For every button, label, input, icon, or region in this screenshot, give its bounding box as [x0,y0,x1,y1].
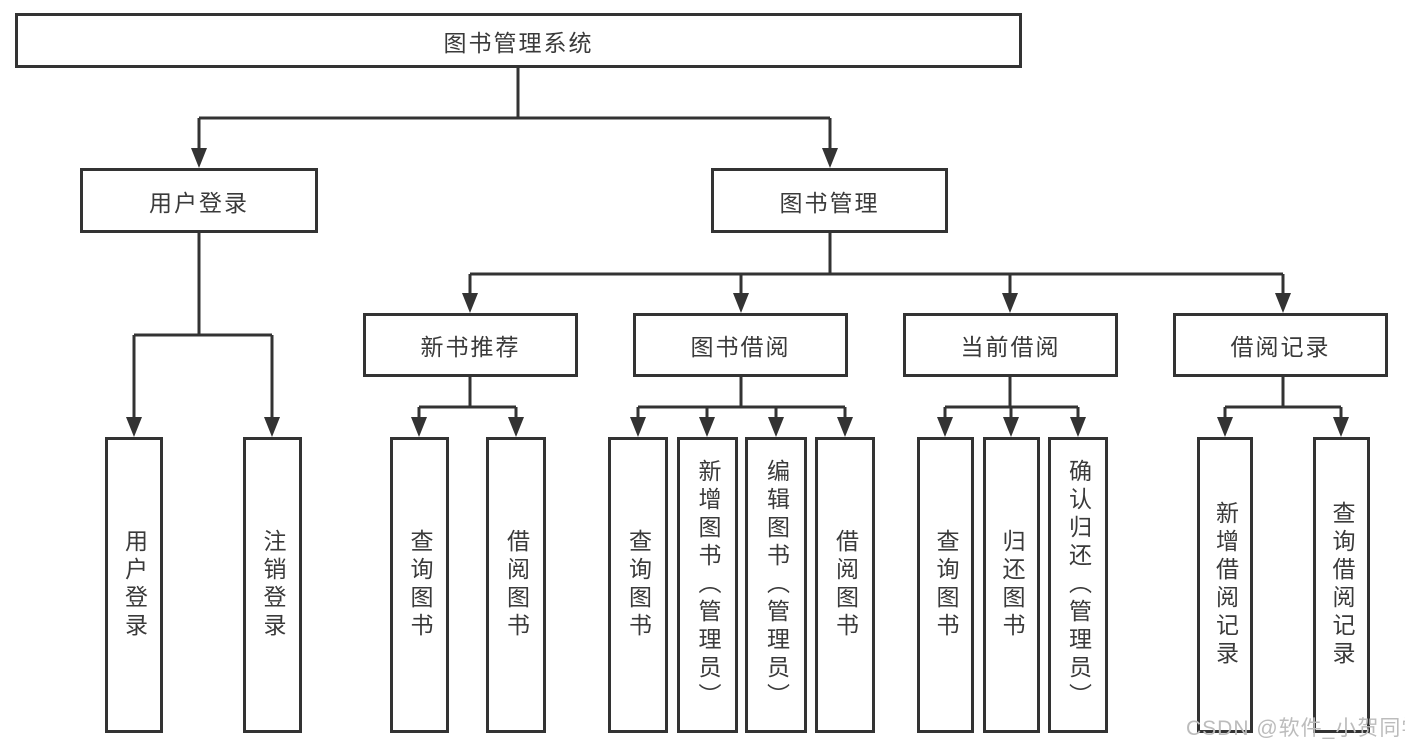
node-label: 编辑图书（管理员） [763,459,790,711]
node-label: 借阅图书 [832,529,859,641]
node-label: 查询借阅记录 [1329,501,1355,669]
node-leaf-user-login: 用户登录 [105,437,163,733]
node-leaf-confirm-return-admin: 确认归还（管理员） [1048,437,1108,733]
node-label: 借阅图书 [503,529,530,641]
node-leaf-add-book-admin: 新增图书（管理员） [677,437,738,733]
node-label: 确认归还（管理员） [1065,459,1092,711]
node-new-book-recommendation: 新书推荐 [363,313,578,377]
node-label: 注销登录 [260,529,286,641]
node-label: 图书借阅 [690,334,791,360]
node-leaf-query-books: 查询图书 [917,437,974,733]
node-leaf-query-books: 查询图书 [608,437,668,733]
node-label: 查询图书 [625,529,652,641]
node-label: 图书管理 [779,189,880,216]
node-user-login: 用户登录 [80,168,318,233]
node-label: 查询图书 [407,529,433,641]
watermark: CSDN @软件_小贺同学 [1186,717,1405,740]
node-leaf-query-books: 查询图书 [390,437,449,733]
node-library-management-system: 图书管理系统 [15,13,1022,68]
node-label: 查询图书 [933,529,959,641]
node-book-borrowing: 图书借阅 [633,313,848,377]
node-leaf-add-borrow-record: 新增借阅记录 [1197,437,1253,733]
node-label: 图书管理系统 [443,29,594,56]
node-borrowing-records: 借阅记录 [1173,313,1388,377]
node-current-borrowing: 当前借阅 [903,313,1118,377]
arrowheads [126,148,1349,437]
node-label: 新增图书（管理员） [695,459,721,711]
node-book-management: 图书管理 [711,168,948,233]
node-label: 新书推荐 [420,334,521,360]
node-label: 新增借阅记录 [1212,501,1239,669]
node-label: 用户登录 [149,189,249,216]
node-leaf-borrow-books: 借阅图书 [815,437,875,733]
node-label: 借阅记录 [1230,334,1331,360]
node-label: 用户登录 [121,529,148,641]
node-leaf-borrow-books: 借阅图书 [486,437,546,733]
node-leaf-query-borrow-record: 查询借阅记录 [1313,437,1370,733]
node-label: 归还图书 [999,529,1025,641]
node-leaf-edit-book-admin: 编辑图书（管理员） [745,437,807,733]
node-label: 当前借阅 [960,334,1061,360]
node-leaf-logout: 注销登录 [243,437,302,733]
node-leaf-return-books: 归还图书 [983,437,1040,733]
